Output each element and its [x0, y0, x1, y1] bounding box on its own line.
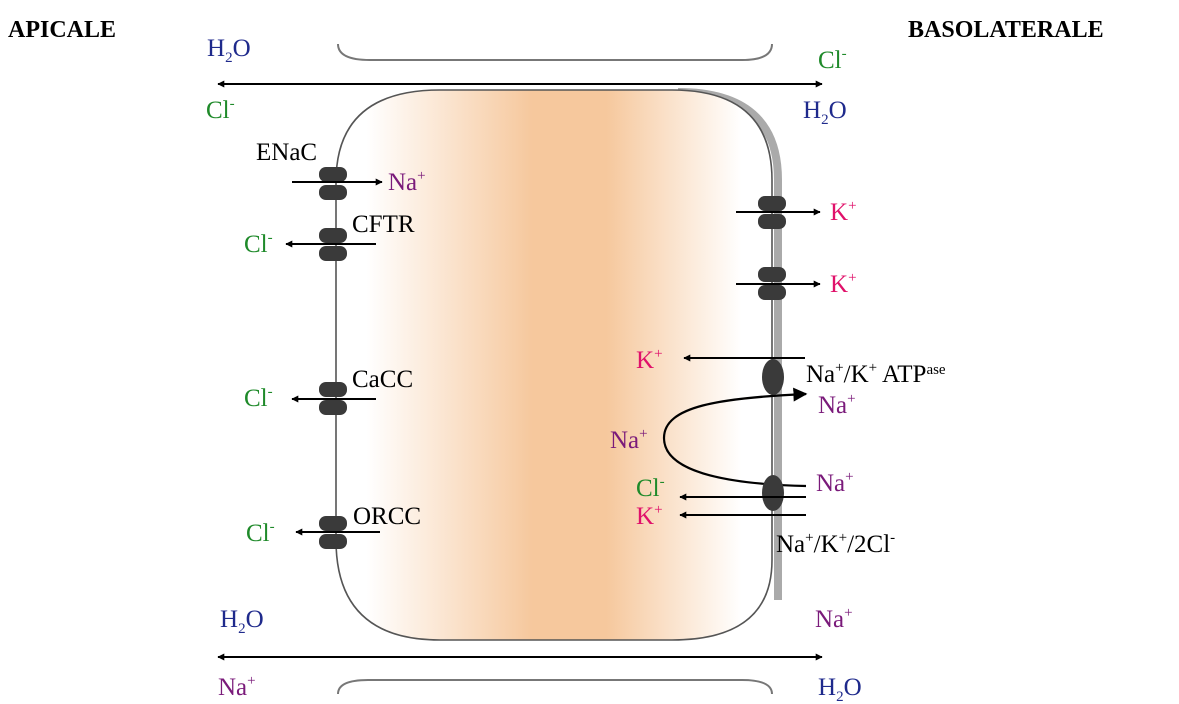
- k-channel-2-k-label: K+: [830, 270, 857, 298]
- ion-label-h2o-top-left: H2O: [207, 35, 251, 66]
- nkcc-na-in-label: Na+: [816, 469, 854, 497]
- ion-label-na-bottom-left: Na+: [218, 673, 256, 701]
- enac-channel: [319, 167, 347, 200]
- bottom-neighbour-cell-edge: [337, 679, 773, 695]
- ion-label-h2o-bottom-left: H2O: [220, 606, 264, 637]
- k-channel-1-k-label: K+: [830, 198, 857, 226]
- enac-na-label: Na+: [388, 168, 426, 196]
- atpase-na-out-label: Na+: [818, 391, 856, 419]
- k-channel-1: [758, 196, 786, 229]
- atpase-k-label: K+: [636, 346, 663, 374]
- orcc-label: ORCC: [353, 503, 421, 530]
- basolateral-side-label: BASOLATERALE: [908, 17, 1104, 43]
- na-cytoplasm-label: Na+: [610, 426, 648, 454]
- cacc-channel: [319, 382, 347, 415]
- na-recycle-curve-arrow: [662, 387, 808, 488]
- orcc-cl-label: Cl-: [246, 519, 275, 547]
- ion-label-na-bottom-right: Na+: [815, 605, 853, 633]
- atpase-label: Na+/K+ ATPase: [806, 360, 946, 388]
- enac-label: ENaC: [256, 139, 317, 166]
- ion-label-h2o-bottom-right: H2O: [818, 674, 862, 704]
- cftr-cl-label: Cl-: [244, 230, 273, 258]
- cftr-label: CFTR: [352, 211, 415, 238]
- ion-label-h2o-top-right: H2O: [803, 97, 847, 128]
- top-neighbour-cell-edge: [337, 43, 773, 61]
- nkcc-cotransporter: [762, 475, 784, 511]
- ion-label-cl-top-left: Cl-: [206, 96, 235, 124]
- cell-body: [335, 89, 773, 641]
- cacc-cl-label: Cl-: [244, 384, 273, 412]
- cftr-channel: [319, 228, 347, 261]
- na-k-atpase-pump: [762, 359, 784, 395]
- nkcc-k-label: K+: [636, 502, 663, 530]
- cacc-label: CaCC: [352, 366, 413, 393]
- apical-side-label: APICALE: [8, 17, 116, 43]
- orcc-channel: [319, 516, 347, 549]
- nkcc-label: Na+/K+/2Cl-: [776, 530, 895, 558]
- ion-label-cl-top-right: Cl-: [818, 46, 847, 74]
- nkcc-cl-label: Cl-: [636, 474, 665, 502]
- k-channel-2: [758, 267, 786, 300]
